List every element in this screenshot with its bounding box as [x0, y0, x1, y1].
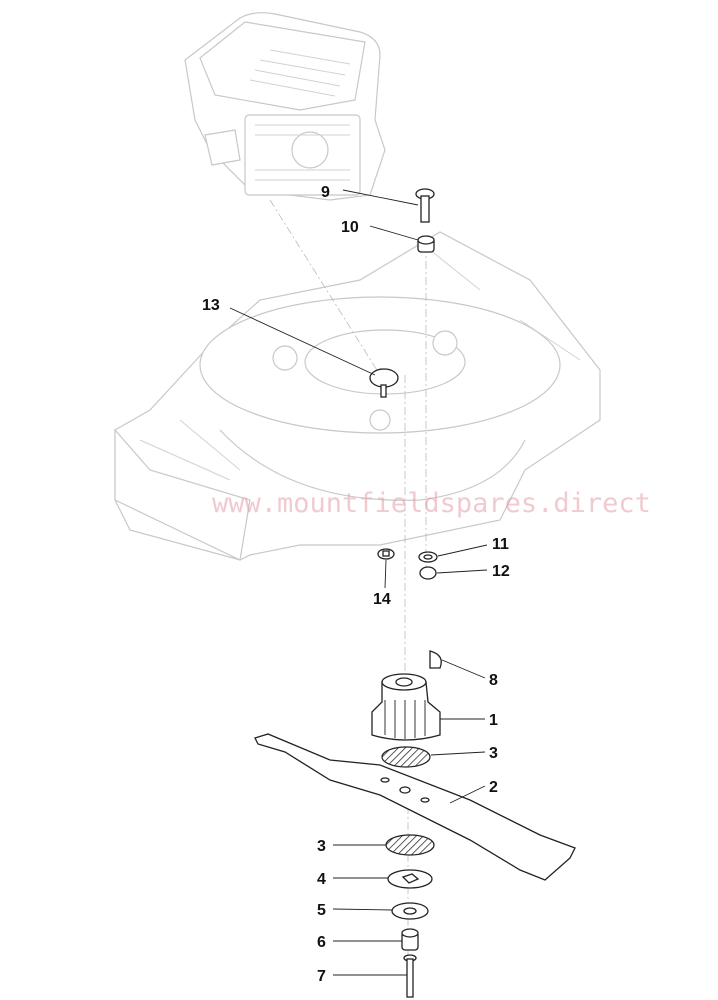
callout-14: 14 — [373, 591, 391, 608]
part-6-bushing — [401, 928, 419, 951]
leader-lines — [229, 189, 488, 976]
part-3-friction-disc-upper — [381, 746, 431, 768]
callout-11: 11 — [492, 536, 509, 553]
callout-3-lower: 3 — [317, 838, 326, 855]
part-10-spacer — [417, 235, 435, 253]
callout-4: 4 — [317, 871, 326, 888]
part-11-washer — [418, 551, 438, 563]
callout-6: 6 — [317, 934, 326, 951]
part-4-washer — [387, 869, 433, 889]
part-14-clipnut — [377, 548, 395, 560]
part-2-blade — [254, 733, 576, 881]
callout-5: 5 — [317, 902, 326, 919]
part-8-key — [429, 650, 442, 669]
part-12-nut — [419, 566, 437, 580]
callout-2: 2 — [489, 779, 498, 796]
part-13-cap — [369, 368, 399, 398]
part-1-hub — [371, 673, 441, 741]
mower-deck-illustration — [114, 231, 601, 561]
part-5-flat-washer — [391, 902, 429, 920]
watermark: www.mountfieldspares.direct — [212, 488, 651, 519]
part-3-friction-disc-lower — [385, 834, 435, 856]
part-9-bolt — [415, 188, 435, 223]
callout-3-upper: 3 — [489, 745, 498, 762]
callout-9: 9 — [321, 184, 330, 201]
part-7-bolt — [403, 954, 417, 998]
callout-10: 10 — [341, 219, 359, 236]
callout-1: 1 — [489, 712, 498, 729]
callout-7: 7 — [317, 968, 326, 985]
callout-12: 12 — [492, 563, 510, 580]
callout-8: 8 — [489, 672, 498, 689]
callout-13: 13 — [202, 297, 220, 314]
engine-illustration — [184, 12, 386, 201]
